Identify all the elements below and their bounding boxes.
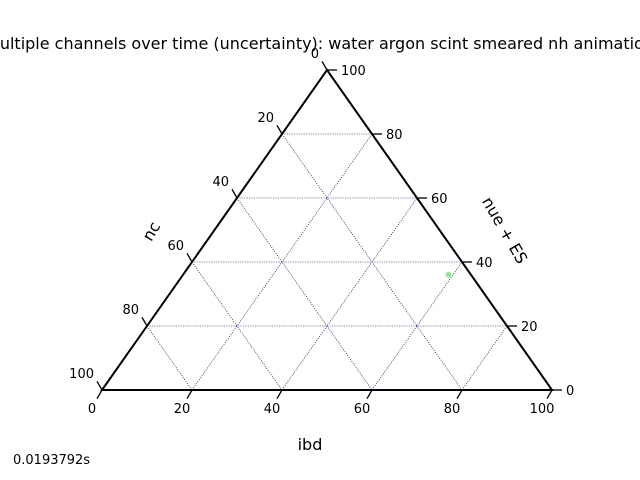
grid-line — [146, 325, 193, 391]
bottom-tick-label: 80 — [444, 402, 461, 417]
right-tick-label: 100 — [341, 64, 366, 79]
triangle-frame — [100, 68, 554, 391]
data-points — [445, 271, 452, 278]
bottom-tick-label: 60 — [354, 402, 371, 417]
bottom-tick-label: 0 — [88, 402, 96, 417]
left-tick-label: 60 — [167, 239, 184, 254]
right-tick-label: 40 — [476, 256, 493, 271]
left-tick-label: 20 — [257, 111, 274, 126]
left-tick — [141, 316, 148, 327]
bottom-tick — [456, 389, 463, 400]
bottom-tick — [276, 389, 283, 400]
bottom-axis-label: ibd — [298, 435, 323, 454]
bottom-tick — [96, 389, 103, 400]
left-tick-label: 40 — [212, 175, 229, 190]
grid-line — [281, 197, 418, 391]
left-axis-label: nc — [138, 218, 164, 244]
bottom-tick — [186, 389, 193, 400]
bottom-tick — [366, 389, 373, 400]
chart-title: Multiple channels over time (uncertainty… — [0, 34, 640, 53]
time-annotation: 0.0193792s — [13, 453, 90, 468]
grid-line — [461, 325, 508, 391]
right-tick-label: 0 — [566, 384, 574, 399]
left-tick — [231, 188, 238, 199]
bottom-tick — [546, 389, 553, 400]
bottom-tick-label: 40 — [264, 402, 281, 417]
tick-marks: 0 20 40 60 80 100 0 20 40 60 80 100 0 20 40 60 80 100 — [69, 47, 574, 417]
triangle-outline — [100, 68, 554, 391]
right-tick-label: 80 — [386, 128, 403, 143]
grid-line — [236, 197, 373, 391]
left-tick — [96, 380, 103, 391]
left-tick — [186, 252, 193, 263]
grid-line — [371, 261, 463, 391]
data-point — [445, 271, 452, 278]
right-tick-label: 60 — [431, 192, 448, 207]
right-tick-label: 20 — [521, 320, 538, 335]
left-tick-label: 80 — [122, 303, 139, 318]
left-tick-label: 100 — [69, 367, 94, 382]
left-tick-label: 0 — [311, 47, 319, 62]
bottom-tick-label: 20 — [174, 402, 191, 417]
left-tick — [276, 124, 283, 135]
grid-lines — [146, 133, 508, 391]
bottom-tick-label: 100 — [530, 402, 555, 417]
left-tick — [321, 60, 328, 71]
grid-line — [191, 261, 283, 391]
